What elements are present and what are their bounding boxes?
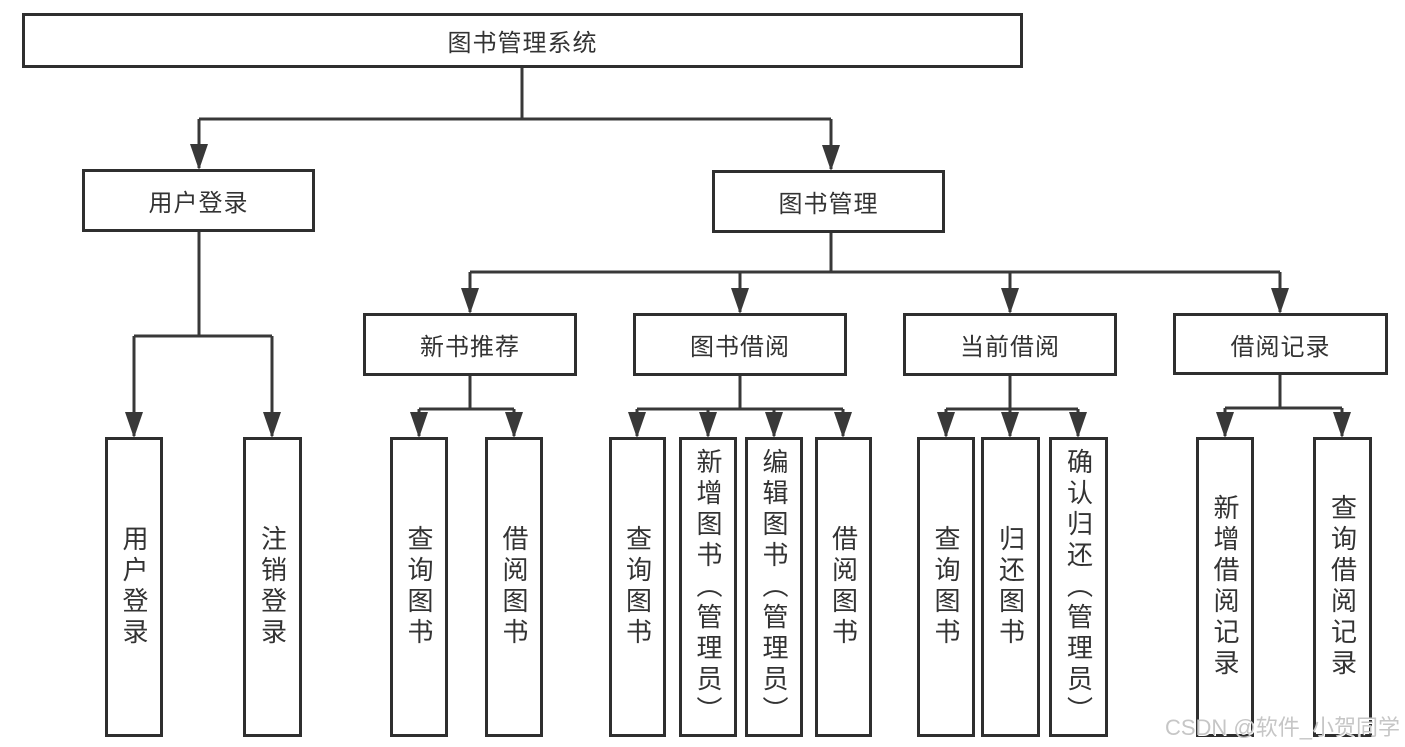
leaf-query-books-borrowing: 查询图书 [609,437,666,737]
arrowhead-icon [1001,288,1019,314]
leaf-user-login: 用户登录 [105,437,163,737]
leaf-edit-books-admin: 编辑图书（管理员） [745,437,803,737]
arrowhead-icon [731,288,749,314]
arrowhead-icon [822,145,840,171]
leaf-query-books-current: 查询图书 [917,437,975,737]
arrowhead-icon [125,412,143,438]
arrowhead-icon [1271,288,1289,314]
arrowhead-icon [1069,412,1087,438]
connector-records-to-leaves [1223,375,1344,436]
arrowhead-icon [410,412,428,438]
connector-root-to-level2 [197,68,833,169]
leaf-add-borrow-record: 新增借阅记录 [1196,437,1254,737]
leaf-confirm-return-admin: 确认归还（管理员） [1049,437,1108,737]
leaf-query-borrow-record: 查询借阅记录 [1313,437,1372,737]
arrowhead-icon [628,412,646,438]
connector-newbook-to-leaves [417,376,516,436]
leaf-borrow-books-borrowing: 借阅图书 [815,437,872,737]
node-current-borrowing: 当前借阅 [903,313,1117,376]
arrowhead-icon [1001,412,1019,438]
arrowhead-icon [1216,412,1234,438]
leaf-return-books: 归还图书 [981,437,1040,737]
connector-borrowing-to-leaves [635,376,845,436]
connector-userlogin-to-leaves [132,232,274,436]
node-borrowing-records: 借阅记录 [1173,313,1388,375]
arrowhead-icon [1333,412,1351,438]
leaf-logout-login: 注销登录 [243,437,302,737]
leaf-borrow-books-recommend: 借阅图书 [485,437,543,737]
arrowhead-icon [461,288,479,314]
connector-current-to-leaves [944,376,1080,436]
node-book-management: 图书管理 [712,170,945,233]
connector-bookmgmt-to-level3 [468,233,1282,312]
node-book-borrowing: 图书借阅 [633,313,847,376]
arrowhead-icon [190,144,208,170]
node-user-login: 用户登录 [82,169,315,232]
arrowhead-icon [765,412,783,438]
arrowhead-icon [263,412,281,438]
arrowhead-icon [834,412,852,438]
node-root-system: 图书管理系统 [22,13,1023,68]
csdn-watermark: CSDN @软件_小贺同学 [1164,715,1400,740]
arrowhead-icon [937,412,955,438]
arrowhead-icon [699,412,717,438]
node-new-book-recommend: 新书推荐 [363,313,577,376]
leaf-query-books-recommend: 查询图书 [390,437,448,737]
leaf-add-books-admin: 新增图书（管理员） [679,437,737,737]
arrowhead-icon [505,412,523,438]
